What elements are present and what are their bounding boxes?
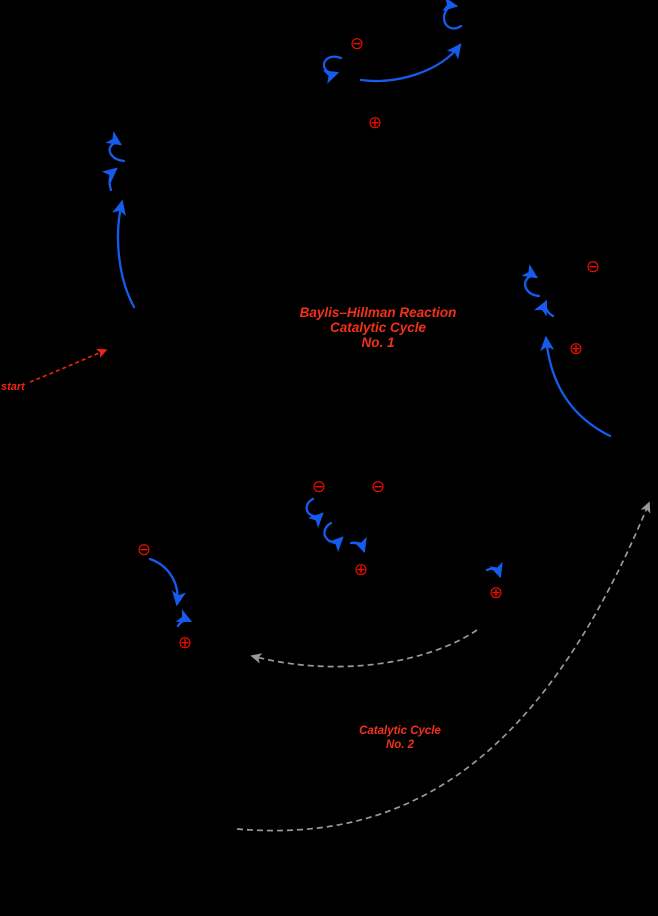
curved-arrow-middle-2-icon [323, 521, 344, 552]
scheme-title-line2: Catalytic Cycle [330, 320, 427, 335]
plus-charge-icon: ⊕ [354, 560, 368, 580]
minus-charge-icon: ⊖ [586, 257, 600, 277]
scheme-title: Baylis–Hillman Reaction Catalytic Cycle … [300, 305, 457, 350]
plus-charge-icon: ⊕ [489, 583, 503, 603]
plus-charge-icon: ⊕ [368, 113, 382, 133]
cycle2-label: Catalytic Cycle No. 2 [359, 725, 441, 751]
curved-arrow-lower-left-icon [148, 557, 187, 607]
minus-charge-icon: ⊖ [137, 540, 151, 560]
curved-arrow-middle-3-icon [349, 536, 367, 554]
dashed-arrow-cycle2-short-icon [250, 629, 478, 668]
curved-arrow-lower-left-hook-icon [175, 608, 193, 628]
curved-arrow-middle-1-icon [305, 497, 324, 528]
curved-arrow-left-long-icon [112, 199, 136, 309]
curved-arrow-top-hook-icon [322, 55, 343, 84]
curved-arrow-right-long-icon [540, 335, 612, 438]
minus-charge-icon: ⊖ [350, 34, 364, 54]
curved-arrow-right-short-icon [533, 299, 555, 318]
plus-charge-icon: ⊕ [569, 339, 583, 359]
minus-charge-icon: ⊖ [371, 477, 385, 497]
dashed-arrow-cycle2-long-icon [236, 501, 651, 832]
curved-arrow-top-long-icon [359, 43, 462, 83]
curved-arrow-lower-right-hook-icon [485, 561, 503, 579]
cycle2-label-line1: Catalytic Cycle [359, 725, 441, 737]
scheme-title-line3: No. 1 [361, 335, 394, 350]
cycle2-label-line2: No. 2 [386, 739, 415, 751]
curved-arrow-left-short-icon [101, 167, 118, 192]
start-label: start [1, 381, 26, 393]
start-arrow-icon [29, 348, 108, 383]
curved-arrow-right-curl-icon [521, 264, 541, 298]
plus-charge-icon: ⊕ [178, 633, 192, 653]
scheme-title-line1: Baylis–Hillman Reaction [300, 305, 457, 320]
curved-arrow-left-curl-icon [105, 131, 126, 163]
minus-charge-icon: ⊖ [312, 477, 326, 497]
curved-arrow-top-right-curl-icon [442, 0, 463, 30]
